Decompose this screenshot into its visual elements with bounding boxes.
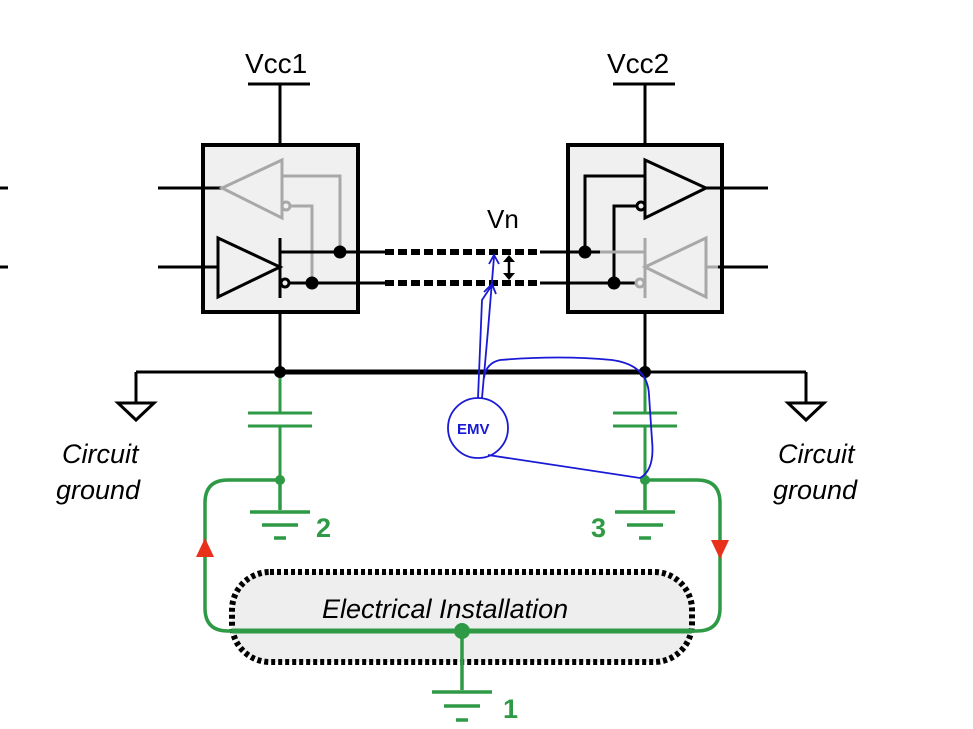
current-arrow-up-icon (196, 538, 214, 557)
node-1-label: 1 (503, 694, 518, 724)
right-circuit-ground-icon (784, 401, 828, 423)
left-circuit-ground-label-2: ground (56, 475, 141, 505)
left-transceiver (0, 143, 385, 314)
vcc2-label: Vcc2 (607, 48, 669, 79)
earth-icon-2 (250, 480, 310, 540)
right-circuit-ground-label-1: Circuit (778, 439, 856, 469)
circuit-ground-bus (134, 312, 808, 402)
current-arrow-down-icon (711, 540, 729, 559)
node-3-label: 3 (591, 513, 606, 543)
left-circuit-ground-icon (114, 401, 158, 423)
earth-icon-1 (432, 690, 492, 722)
emv-label: EMV (457, 421, 490, 438)
vn-label: Vn (487, 204, 519, 234)
vn-voltage-arrow (503, 255, 515, 280)
electrical-installation-label: Electrical Installation (322, 594, 568, 624)
right-circuit-ground-label-2: ground (773, 475, 858, 505)
right-receiver-buffer (540, 157, 710, 290)
vcc1-supply (248, 82, 310, 145)
emv-disturbance-source (447, 253, 654, 479)
left-label-mask (148, 440, 162, 470)
vcc2-supply (613, 82, 675, 145)
ground-loop-current-path (203, 478, 722, 690)
right-coupling-capacitor (613, 378, 677, 485)
left-receiver-buffer (218, 157, 342, 284)
earth-icon-3 (615, 480, 675, 540)
node-2-label: 2 (316, 513, 331, 543)
left-circuit-ground-label-1: Circuit (62, 439, 140, 469)
left-driver-buffer (216, 235, 385, 300)
right-transceiver (540, 143, 768, 314)
right-driver-buffer (600, 235, 718, 300)
vcc1-label: Vcc1 (245, 48, 307, 79)
left-coupling-capacitor (248, 378, 312, 485)
bus-cable (385, 249, 540, 286)
